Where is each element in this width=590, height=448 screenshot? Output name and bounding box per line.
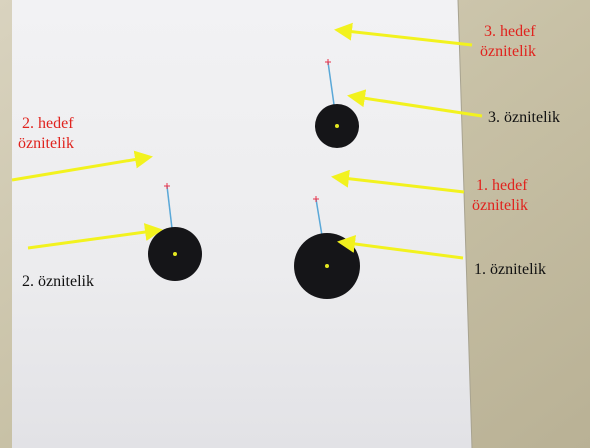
arrow-feature-2 <box>27 223 163 250</box>
feature-center-1 <box>325 264 329 268</box>
feature-center-3 <box>335 124 339 128</box>
target-marker-2 <box>164 183 170 189</box>
arrow-target-1 <box>331 169 465 194</box>
target-marker-1 <box>313 196 319 202</box>
arrow-feature-1 <box>337 235 464 260</box>
label-feature-1: 1. öznitelik <box>474 261 546 278</box>
label-target-1-line2: öznitelik <box>472 197 528 214</box>
arrow-target-3 <box>334 22 473 47</box>
paper-edge-shadow <box>457 0 473 448</box>
label-feature-3: 3. öznitelik <box>488 109 560 126</box>
annotation-arrows <box>11 22 483 260</box>
arrow-feature-3 <box>347 89 483 118</box>
label-target-3-line1: 3. hedef <box>484 23 536 40</box>
label-target-2-line1: 2. hedef <box>22 115 74 132</box>
feature-center-2 <box>173 252 177 256</box>
label-feature-2: 2. öznitelik <box>22 273 94 290</box>
paper-sheet <box>12 0 472 448</box>
label-target-3-line2: öznitelik <box>480 43 536 60</box>
arrow-target-2 <box>11 150 153 182</box>
feature-3 <box>315 59 359 148</box>
label-target-1-line1: 1. hedef <box>476 177 528 194</box>
label-target-2-line2: öznitelik <box>18 135 74 152</box>
target-marker-3 <box>325 59 331 65</box>
